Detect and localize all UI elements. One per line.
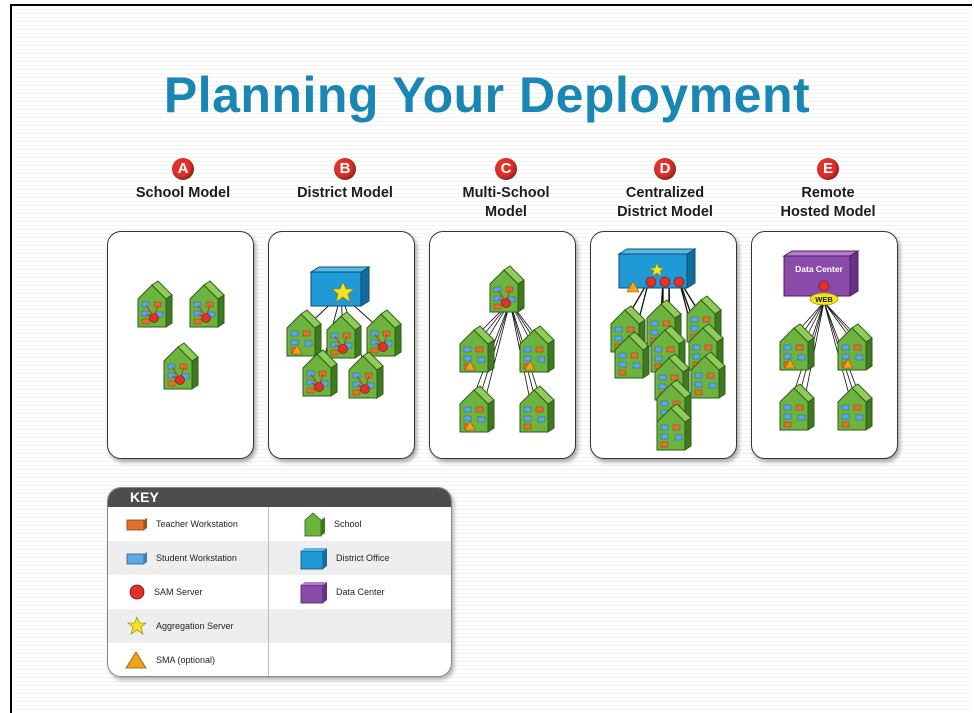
key-item-district-office: District Office: [300, 541, 389, 575]
key-legend: KEY Teacher Workstation Student Workstat…: [107, 487, 452, 677]
key-item-aggregation-server: Aggregation Server: [126, 609, 234, 643]
letter-badge-a: A: [172, 158, 194, 180]
key-item-student-workstation: Student Workstation: [126, 541, 237, 575]
school-icon: [460, 386, 494, 432]
letter-badge-e: E: [817, 158, 839, 180]
school-icon: [349, 352, 383, 398]
school-icon: [779, 383, 815, 431]
key-item-sma: SMA (optional): [124, 643, 215, 676]
aggregation-server-icon: [127, 616, 147, 635]
data-center-icon: [300, 582, 327, 604]
district-office-icon: [300, 548, 327, 570]
letter-badge-b: B: [334, 158, 356, 180]
remote-hosted-model-diagram: Data Center WEB: [779, 250, 873, 431]
district-model-diagram: [269, 266, 416, 460]
letter-badge-d: D: [654, 158, 676, 180]
school-icon: [304, 512, 325, 537]
school-icon: [460, 326, 494, 372]
district-office-icon: [309, 266, 371, 307]
sam-server-icon: [818, 280, 830, 292]
multi-school-model-panel: [429, 231, 576, 459]
key-item-data-center: Data Center: [300, 575, 385, 609]
school-icon: [190, 281, 224, 327]
school-icon: [367, 310, 401, 356]
key-row: [108, 609, 451, 643]
multi-school-model-diagram: [430, 232, 555, 433]
key-row: [108, 541, 451, 575]
district-model-panel: [268, 231, 415, 459]
aggregation-server-icon: [331, 281, 355, 303]
letter-badge-c: C: [495, 158, 517, 180]
school-icon: [837, 383, 873, 431]
school-icon: [138, 281, 172, 327]
key-item-sam-server: SAM Server: [128, 575, 203, 609]
school-icon: [287, 310, 321, 356]
sam-server-icon: [645, 276, 657, 288]
remote-hosted-model-panel: Data Center WEB: [751, 231, 898, 459]
school-icon: [838, 324, 872, 370]
school-model-diagram: [108, 232, 255, 460]
district-office-icon: [617, 248, 697, 289]
key-item-school: School: [304, 507, 362, 541]
school-icon: [490, 266, 524, 312]
centralized-district-model-panel: [590, 231, 737, 459]
key-title: KEY: [108, 488, 451, 507]
school-icon: [327, 312, 361, 358]
model-name-b: District Model: [297, 185, 393, 201]
sma-icon: [626, 280, 640, 293]
school-model-panel: [107, 231, 254, 459]
sam-server-icon: [659, 276, 671, 288]
data-center-label: Data Center: [795, 264, 843, 274]
model-name-a: School Model: [135, 185, 231, 201]
web-label: WEB: [815, 295, 833, 304]
sam-server-icon: [129, 584, 145, 600]
centralized-district-model-diagram: [610, 248, 726, 451]
model-heading-a: A School Model: [108, 158, 258, 203]
key-item-teacher-workstation: Teacher Workstation: [126, 507, 238, 541]
page-title: Planning Your Deployment: [163, 67, 811, 123]
student-workstation-icon: [126, 552, 147, 565]
data-center-icon: [782, 250, 860, 297]
key-divider: [268, 507, 269, 676]
model-heading-b: B District Model: [270, 158, 420, 203]
sam-server-icon: [673, 276, 685, 288]
school-icon: [164, 343, 198, 389]
school-icon: [519, 385, 555, 433]
school-icon: [520, 326, 554, 372]
web-badge: [809, 292, 839, 306]
teacher-workstation-icon: [126, 518, 147, 531]
sma-icon: [125, 651, 147, 669]
aggregation-server-icon: [649, 262, 665, 277]
school-icon: [780, 324, 814, 370]
